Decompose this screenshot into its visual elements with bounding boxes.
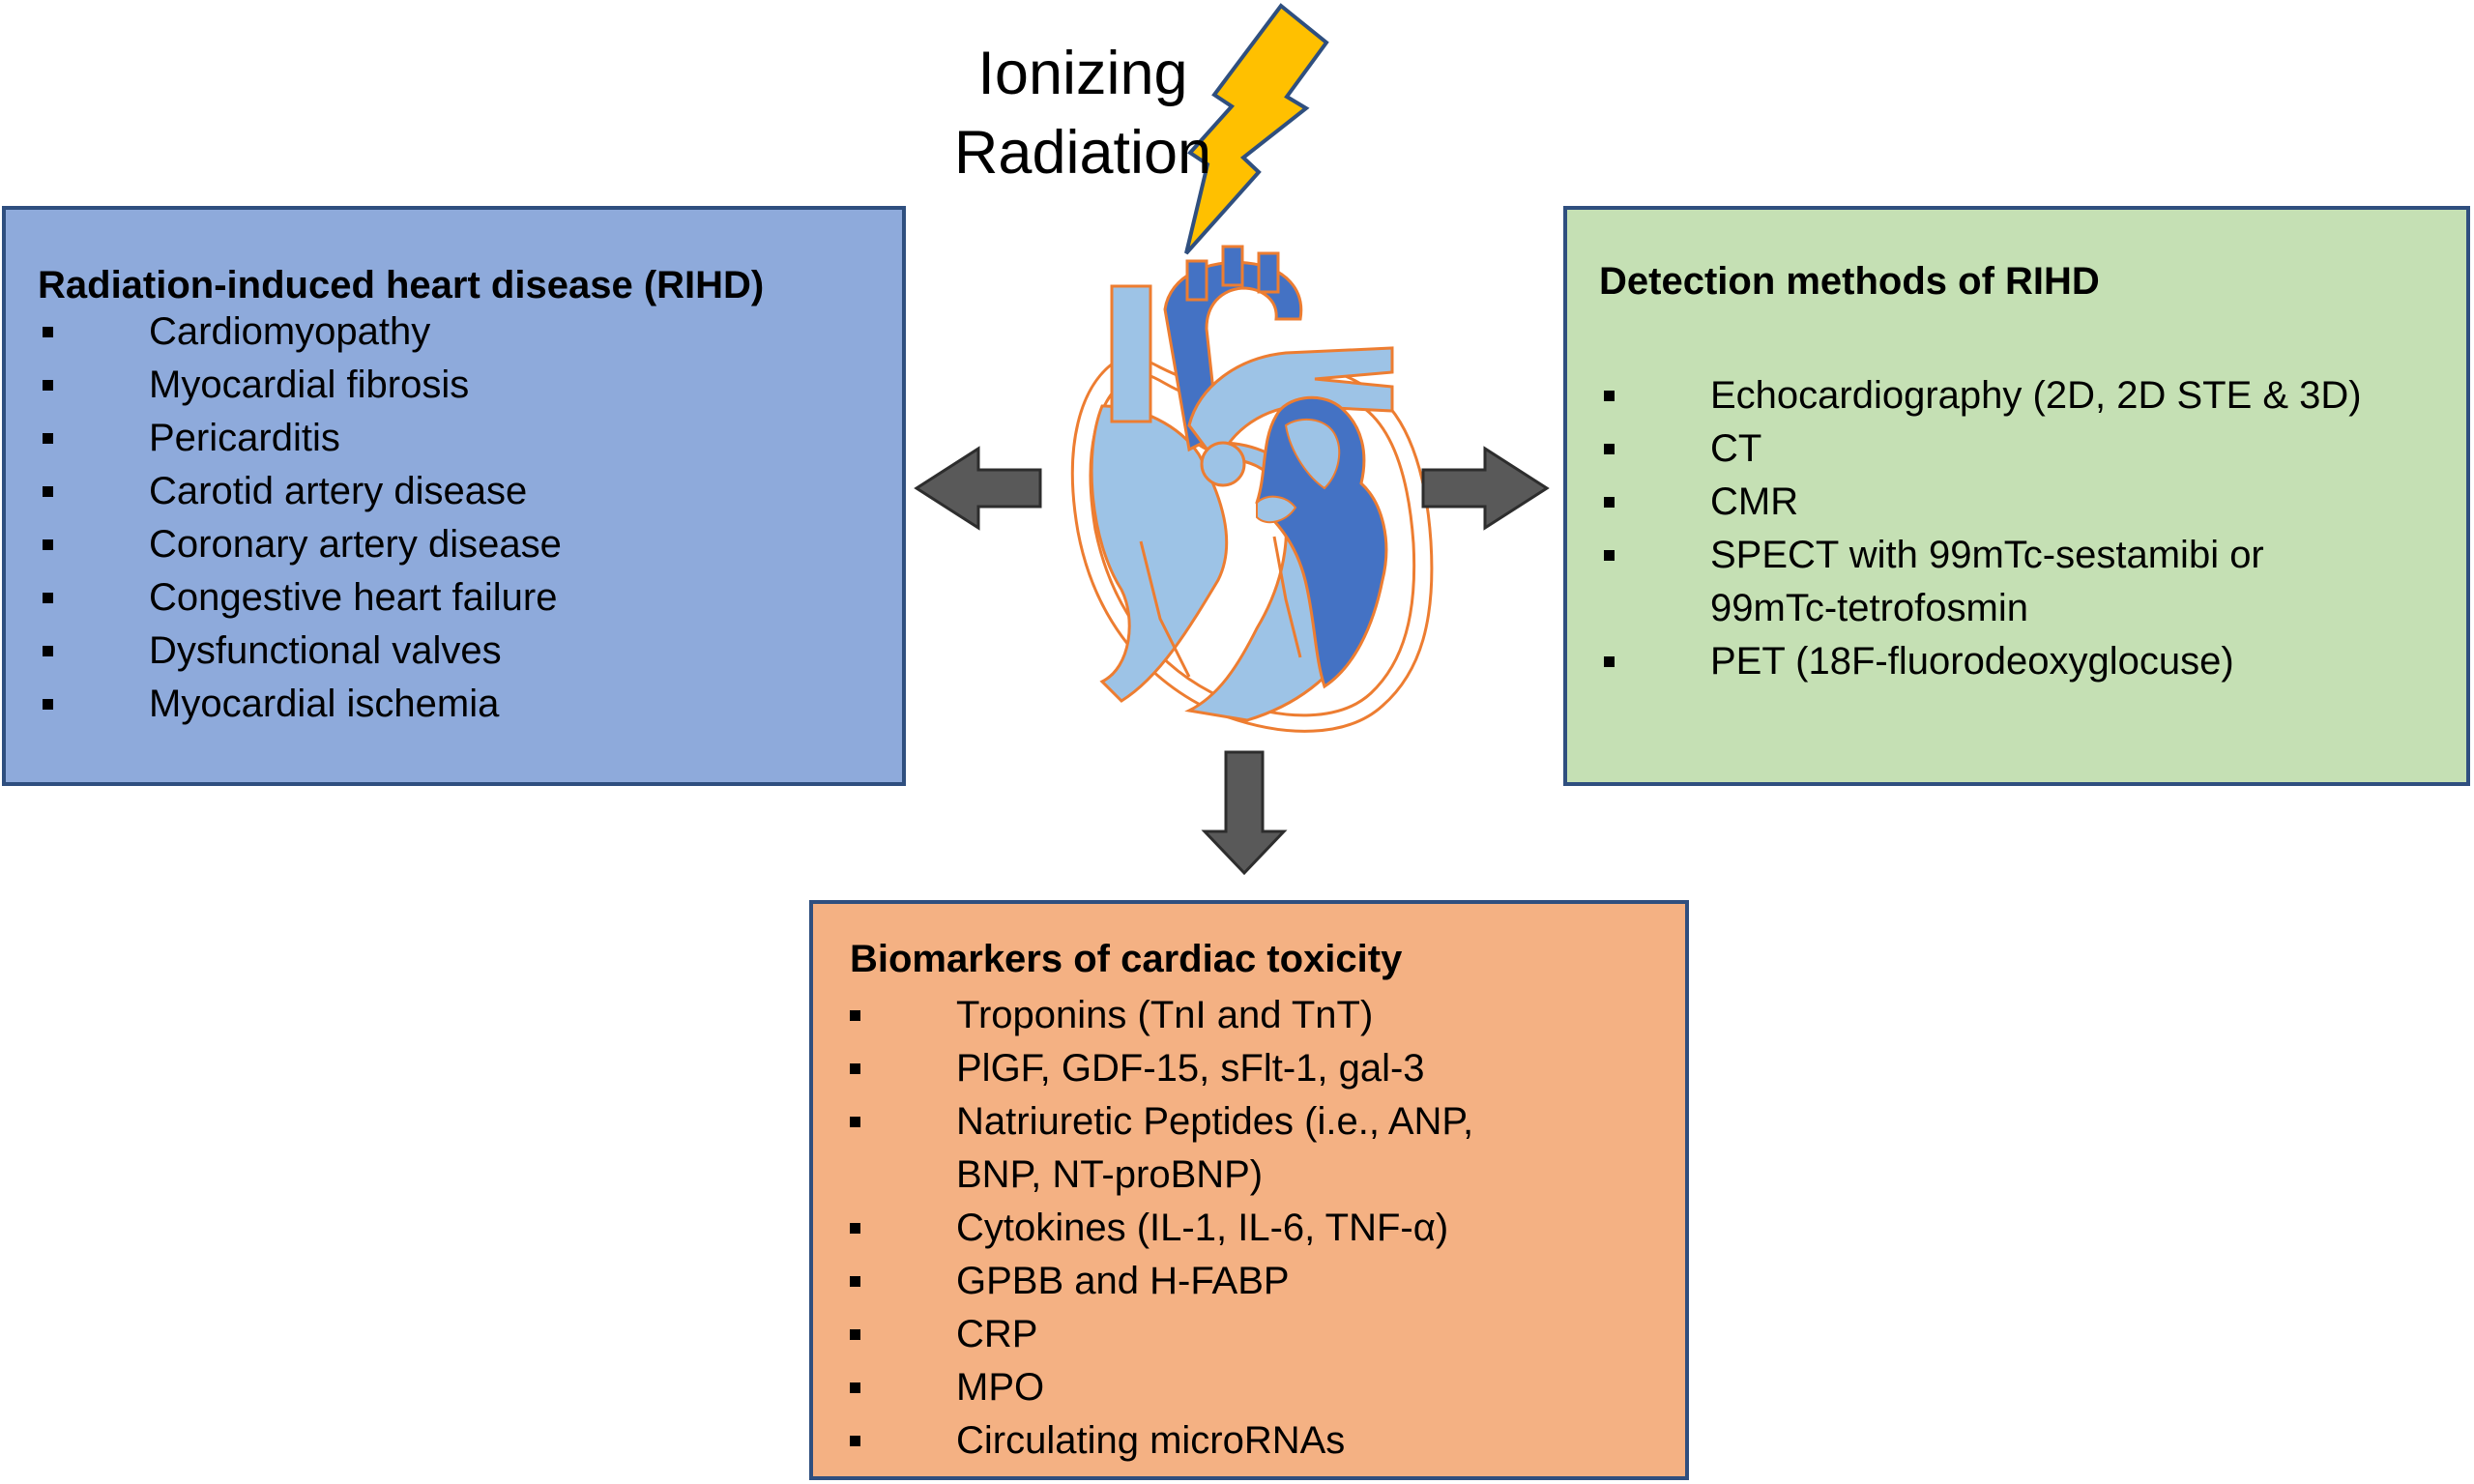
heart-valve-shape xyxy=(1256,495,1297,524)
list-item: Congestive heart failure xyxy=(43,571,562,625)
heart-vena-cava xyxy=(1110,284,1152,423)
rihd-list: Cardiomyopathy Myocardial fibrosis Peric… xyxy=(43,306,562,731)
bullet-icon xyxy=(850,1382,860,1393)
bullet-icon xyxy=(1604,656,1615,667)
list-item: Myocardial fibrosis xyxy=(43,359,562,412)
bullet-icon xyxy=(850,1436,860,1446)
left-arrow xyxy=(914,446,1042,531)
list-item: Carotid artery disease xyxy=(43,465,562,518)
list-item: Myocardial ischemia xyxy=(43,678,562,731)
list-item: GPBB and H-FABP xyxy=(850,1255,1473,1308)
bullet-icon xyxy=(43,433,53,444)
list-item: PET (18F-fluorodeoxyglocuse) xyxy=(1604,635,2362,688)
heart-aorta-branch-3 xyxy=(1257,251,1280,294)
bullet-icon xyxy=(850,1010,860,1021)
bullet-icon xyxy=(1604,497,1615,508)
bullet-icon xyxy=(850,1117,860,1127)
biomarkers-list: Troponins (TnI and TnT) PlGF, GDF-15, sF… xyxy=(850,989,1473,1468)
detection-title: Detection methods of RIHD xyxy=(1599,260,2100,303)
heart-left-atrium-inner xyxy=(1284,418,1341,490)
down-arrow xyxy=(1201,750,1288,876)
bullet-icon xyxy=(1604,444,1615,454)
heart-inner-strand-2 xyxy=(1272,536,1302,658)
bullet-icon xyxy=(850,1223,860,1234)
bullet-icon xyxy=(43,539,53,550)
list-item: Circulating microRNAs xyxy=(850,1414,1473,1468)
list-item: Cytokines (IL-1, IL-6, TNF-α) xyxy=(850,1202,1473,1255)
list-item: PlGF, GDF-15, sFlt-1, gal-3 xyxy=(850,1042,1473,1095)
biomarkers-box: Biomarkers of cardiac toxicity Troponins… xyxy=(809,900,1689,1480)
detection-box: Detection methods of RIHD Echocardiograp… xyxy=(1563,206,2470,786)
list-item: MPO xyxy=(850,1361,1473,1414)
list-item: Echocardiography (2D, 2D STE & 3D) xyxy=(1604,369,2362,422)
ionizing-radiation-label: Ionizing Radiation xyxy=(953,40,1212,187)
list-item: CRP xyxy=(850,1308,1473,1361)
list-item: CMR xyxy=(1604,476,2362,529)
bullet-icon xyxy=(850,1329,860,1340)
bullet-icon xyxy=(1604,550,1615,561)
bullet-icon xyxy=(43,327,53,337)
detection-list: Echocardiography (2D, 2D STE & 3D) CT CM… xyxy=(1604,369,2362,688)
heart-icon xyxy=(1070,245,1434,733)
bullet-icon xyxy=(43,593,53,603)
list-item: Coronary artery disease xyxy=(43,518,562,571)
list-item: Natriuretic Peptides (i.e., ANP, BNP, NT… xyxy=(850,1095,1473,1202)
right-arrow xyxy=(1421,446,1550,531)
biomarkers-title: Biomarkers of cardiac toxicity xyxy=(850,938,1403,980)
heart-aorta-branch-1 xyxy=(1185,259,1208,302)
bullet-icon xyxy=(43,646,53,656)
rihd-title: Radiation-induced heart disease (RIHD) xyxy=(38,264,765,306)
heart-aorta-branch-2 xyxy=(1221,245,1244,287)
bullet-icon xyxy=(1604,391,1615,401)
heart-right-chambers xyxy=(1090,404,1229,703)
bullet-icon xyxy=(850,1063,860,1074)
list-item: Dysfunctional valves xyxy=(43,625,562,678)
lightning-bolt-icon xyxy=(1184,3,1329,255)
bullet-icon xyxy=(850,1276,860,1287)
list-item: Cardiomyopathy xyxy=(43,306,562,359)
bullet-icon xyxy=(43,699,53,710)
heart-valve-circle xyxy=(1200,441,1246,487)
bullet-icon xyxy=(43,380,53,391)
list-item: Pericarditis xyxy=(43,412,562,465)
list-item: SPECT with 99mTc-sestamibi or 99mTc-tetr… xyxy=(1604,529,2362,635)
list-item: Troponins (TnI and TnT) xyxy=(850,989,1473,1042)
bullet-icon xyxy=(43,486,53,497)
list-item: CT xyxy=(1604,422,2362,476)
rihd-box: Radiation-induced heart disease (RIHD) C… xyxy=(2,206,906,786)
heart-inner-strand-1 xyxy=(1139,540,1191,678)
